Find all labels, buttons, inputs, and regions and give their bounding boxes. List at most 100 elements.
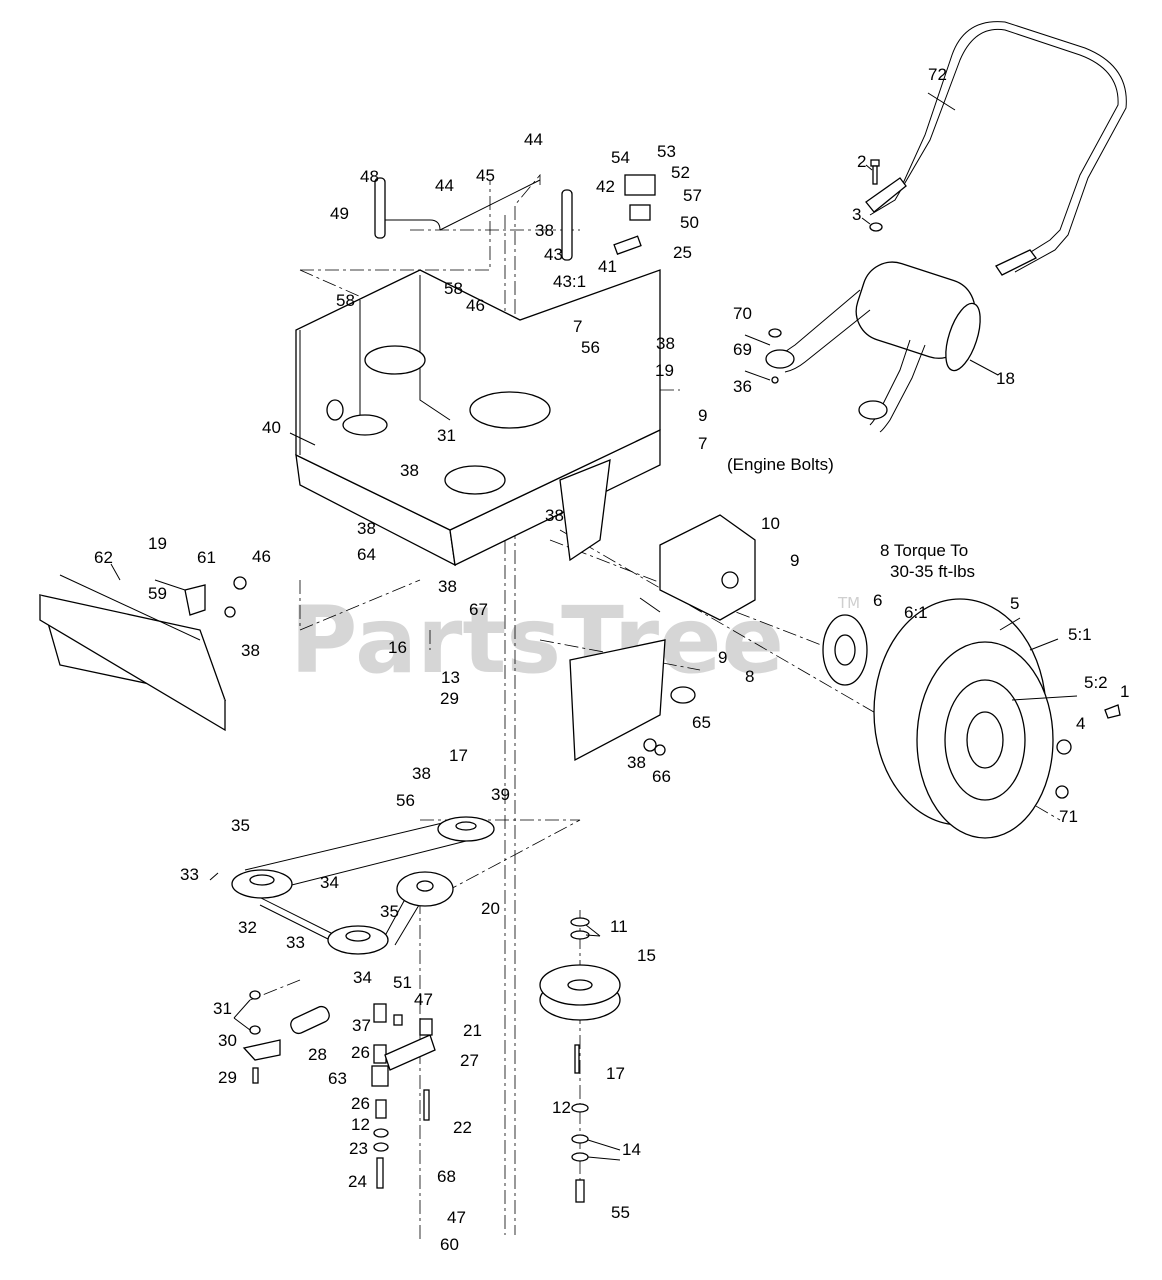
callout-c58a: 58 — [336, 291, 355, 310]
callout-c3: 3 — [852, 205, 861, 224]
callout-c6: 6 — [873, 591, 882, 610]
callout-c8a2: 30-35 ft-lbs — [890, 562, 975, 581]
callout-c60: 60 — [440, 1235, 459, 1254]
callout-c42: 42 — [596, 177, 615, 196]
callout-c5-1: 5:1 — [1068, 625, 1092, 644]
callout-c68: 68 — [437, 1167, 456, 1186]
watermark-tm: TM — [837, 594, 860, 612]
callout-c33b: 33 — [286, 933, 305, 952]
callout-c63: 63 — [328, 1069, 347, 1088]
callout-c16: 16 — [388, 638, 407, 657]
callout-c62: 62 — [94, 548, 113, 567]
callout-c56b: 56 — [396, 791, 415, 810]
callout-c59: 59 — [148, 584, 167, 603]
callout-c55: 55 — [611, 1203, 630, 1222]
side-panel — [569, 639, 696, 762]
callout-c29b: 29 — [218, 1068, 237, 1087]
callout-c26a: 26 — [351, 1043, 370, 1062]
callout-c46b: 46 — [252, 547, 271, 566]
callout-c47a: 47 — [414, 990, 433, 1009]
callout-c1: 1 — [1120, 682, 1129, 701]
callout-c64: 64 — [357, 545, 376, 564]
callout-c34a: 34 — [320, 873, 339, 892]
callout-c38b: 38 — [656, 334, 675, 353]
callout-c35a: 35 — [231, 816, 250, 835]
callout-c52: 52 — [671, 163, 690, 182]
callout-c35b: 35 — [380, 902, 399, 921]
belt-drive — [231, 816, 495, 955]
linkage-parts — [374, 174, 656, 261]
callout-c47b: 47 — [447, 1208, 466, 1227]
callout-c9b: 9 — [790, 551, 799, 570]
callout-c67: 67 — [469, 600, 488, 619]
callout-c21: 21 — [463, 1021, 482, 1040]
callout-c46a: 46 — [466, 296, 485, 315]
callout-c51: 51 — [393, 973, 412, 992]
callout-c38g: 38 — [241, 641, 260, 660]
callout-c20: 20 — [481, 899, 500, 918]
callout-c70: 70 — [733, 304, 752, 323]
callout-c72: 72 — [928, 65, 947, 84]
callout-c56a: 56 — [581, 338, 600, 357]
callout-c66: 66 — [652, 767, 671, 786]
callout-c25: 25 — [673, 243, 692, 262]
callout-c36: 36 — [733, 377, 752, 396]
callout-c8b: 8 — [745, 667, 754, 686]
callout-c18: 18 — [996, 369, 1015, 388]
leader-lines — [110, 92, 1078, 1161]
callout-c19a: 19 — [655, 361, 674, 380]
callout-c31a: 31 — [437, 426, 456, 445]
callout-c10: 10 — [761, 514, 780, 533]
callout-c15: 15 — [637, 946, 656, 965]
bumper-plate — [39, 574, 227, 732]
callout-c69: 69 — [733, 340, 752, 359]
callout-c26b: 26 — [351, 1094, 370, 1113]
callout-c28: 28 — [308, 1045, 327, 1064]
callout-c38c: 38 — [400, 461, 419, 480]
callout-c11: 11 — [610, 917, 628, 936]
callout-c34b: 34 — [353, 968, 372, 987]
callout-c12b: 12 — [552, 1098, 571, 1117]
callout-c22: 22 — [453, 1118, 472, 1137]
callout-c17a: 17 — [449, 746, 468, 765]
callout-c5: 5 — [1010, 594, 1019, 613]
callout-c6-1: 6:1 — [904, 603, 928, 622]
wheel-tire — [873, 598, 1121, 839]
callout-c24: 24 — [348, 1172, 367, 1191]
idler-assembly — [242, 990, 436, 1189]
handle-bar — [865, 21, 1127, 276]
callout-c53: 53 — [657, 142, 676, 161]
callout-c50: 50 — [680, 213, 699, 232]
callout-c39: 39 — [491, 785, 510, 804]
chassis-frame — [295, 269, 661, 567]
callout-c17b: 17 — [606, 1064, 625, 1083]
callout-c38d: 38 — [545, 506, 564, 525]
callout-c40: 40 — [262, 418, 281, 437]
callout-c65: 65 — [692, 713, 711, 732]
callout-c9c: 9 — [718, 648, 727, 667]
callout-c32: 32 — [238, 918, 257, 937]
callout-c-engine: (Engine Bolts) — [727, 455, 834, 474]
callout-c30: 30 — [218, 1031, 237, 1050]
callout-c37: 37 — [352, 1016, 371, 1035]
callout-c43: 43 — [544, 245, 563, 264]
callout-c19b: 19 — [148, 534, 167, 553]
callout-c12a: 12 — [351, 1115, 370, 1134]
callout-c54: 54 — [611, 148, 630, 167]
callout-c31b: 31 — [213, 999, 232, 1018]
callout-c33a: 33 — [180, 865, 199, 884]
callout-c45: 45 — [476, 166, 495, 185]
callout-c27: 27 — [460, 1051, 479, 1070]
callout-c38f: 38 — [438, 577, 457, 596]
callout-c9a: 9 — [698, 406, 707, 425]
callout-c38h: 38 — [627, 753, 646, 772]
callout-c14: 14 — [622, 1140, 641, 1159]
callout-c57: 57 — [683, 186, 702, 205]
callout-c38i: 38 — [412, 764, 431, 783]
wheel-hub — [822, 614, 868, 686]
callout-c61: 61 — [197, 548, 216, 567]
callout-c7a: 7 — [573, 317, 582, 336]
callout-c13: 13 — [441, 668, 460, 687]
